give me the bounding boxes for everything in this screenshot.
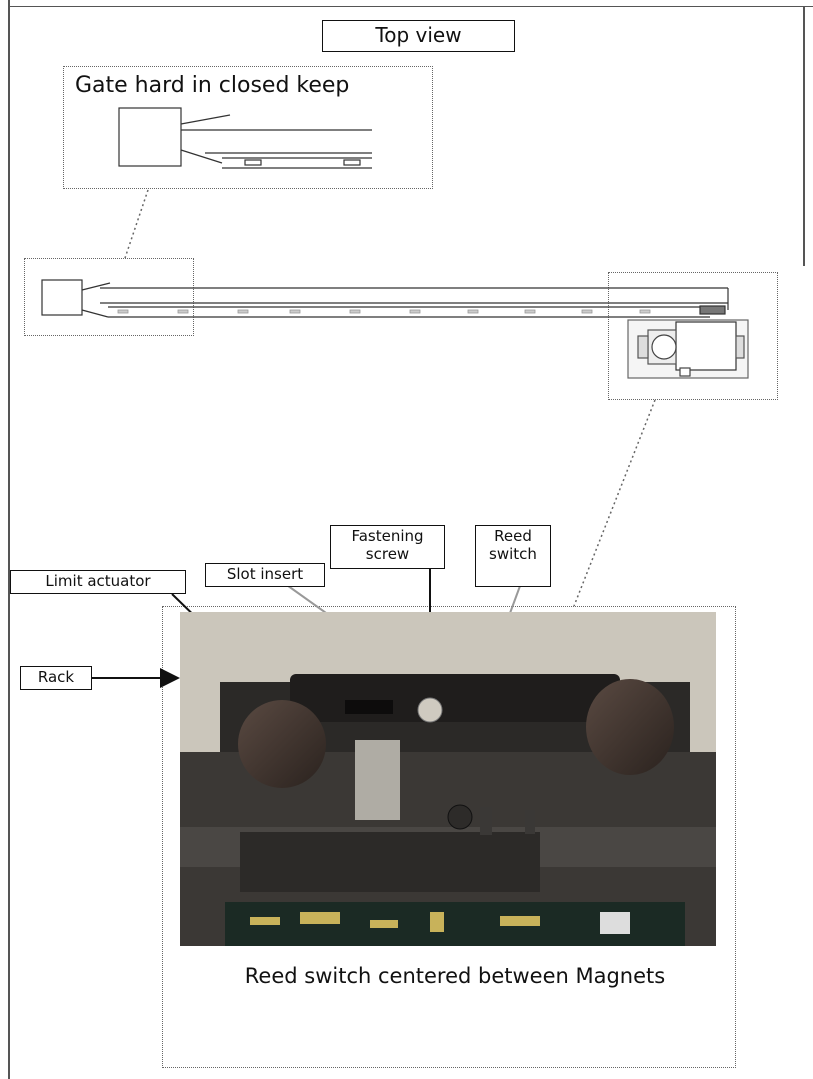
fastening-screw-label: Fastening screw [330, 525, 445, 569]
photo-detail-box [162, 606, 736, 1068]
right-magnet [586, 679, 674, 775]
reed-switch-label: Reed switch [475, 525, 551, 587]
page-title: Top view [322, 20, 515, 52]
frame-right-line [803, 6, 805, 266]
fastening-screw [417, 697, 443, 723]
inset-title: Gate hard in closed keep [75, 73, 350, 98]
limit-actuator-label: Limit actuator [10, 570, 186, 594]
slot-insert-label: Slot insert [205, 563, 325, 587]
gate-left-box [24, 258, 194, 336]
reed-switch-photo [180, 612, 716, 946]
photo-caption: Reed switch centered between Magnets [244, 964, 666, 988]
left-magnet [238, 700, 326, 788]
rack-label: Rack [20, 666, 92, 690]
inset-closed-box [63, 66, 433, 189]
frame-top-line [8, 6, 813, 7]
frame-left-line [8, 0, 10, 1079]
reed-switch [447, 804, 473, 830]
gate-right-box [608, 272, 778, 400]
